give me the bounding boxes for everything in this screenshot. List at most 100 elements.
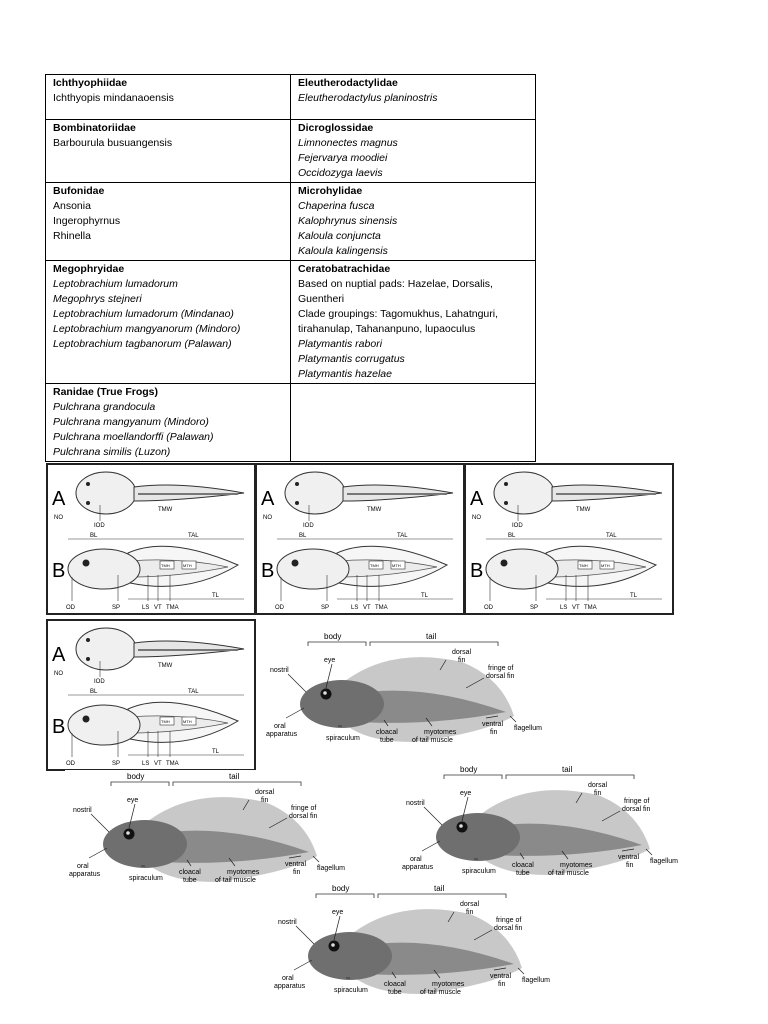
- label-spiraculum: spiraculum: [129, 875, 163, 882]
- species-name: Rhinella: [53, 229, 284, 244]
- label-ventral-1: ventral: [490, 973, 511, 980]
- label-tl: TL: [421, 593, 429, 599]
- label-sp: SP: [112, 761, 120, 767]
- label-tal: TAL: [188, 533, 199, 539]
- tadpole-eye-highlight: [323, 691, 327, 695]
- label-cloacal-2: tube: [183, 877, 197, 884]
- family-name: Megophryidae: [53, 262, 284, 277]
- label-od: OD: [484, 605, 494, 611]
- tadpole-eye-highlight: [459, 824, 463, 828]
- label-sp: SP: [530, 605, 538, 611]
- species-name: Platymantis corrugatus: [298, 352, 529, 367]
- label-iod: IOD: [512, 523, 523, 529]
- species-name: Kaloula conjuncta: [298, 229, 529, 244]
- species-name: Leptobrachium tagbanorum (Palawan): [53, 337, 284, 352]
- species-name: Limnonectes magnus: [298, 136, 529, 151]
- leader-line-7: [313, 856, 319, 862]
- lateral-body-outline: [277, 549, 349, 589]
- species-name: Ingerophyrnus: [53, 214, 284, 229]
- table-cell-right: [291, 384, 536, 462]
- species-name: Occidozyga laevis: [298, 166, 529, 181]
- letter-a: A: [261, 488, 275, 510]
- family-name: Dicroglossidae: [298, 121, 529, 136]
- eye-left-dot: [86, 638, 90, 642]
- species-name: Clade groupings: Tagomukhus, Lahatnguri,: [298, 307, 529, 322]
- body-bracket: [444, 775, 502, 779]
- family-name: Microhylidae: [298, 184, 529, 199]
- label-dorsal-fin-1: dorsal: [460, 901, 480, 908]
- species-name: tirahanulap, Tahananpuno, lupaoculus: [298, 322, 529, 337]
- label-bl: BL: [90, 689, 98, 695]
- label-myotomes-1: myotomes: [424, 729, 457, 736]
- species-name: Pulchrana similis (Luzon): [53, 445, 284, 460]
- species-name: Barbourula busuangensis: [53, 136, 284, 151]
- label-oral-1: oral: [77, 863, 89, 870]
- species-name: Ansonia: [53, 199, 284, 214]
- label-flagellum: flagellum: [650, 858, 678, 865]
- label-vt: VT: [572, 605, 580, 611]
- label-tal: TAL: [397, 533, 408, 539]
- label-vt: VT: [154, 605, 162, 611]
- label-dorsal-fin-2: fin: [261, 797, 269, 804]
- body-bracket: [111, 782, 169, 786]
- table-cell-right: EleutherodactylidaeEleutherodactylus pla…: [291, 75, 536, 120]
- label-no: NO: [54, 671, 63, 677]
- label-nostril: nostril: [406, 800, 425, 807]
- label-fringe-1: fringe of: [291, 805, 316, 812]
- label-bl: BL: [299, 533, 307, 539]
- lateral-eye-dot: [83, 716, 90, 723]
- letter-a: A: [52, 488, 66, 510]
- label-mth: MTH: [601, 563, 610, 568]
- label-dorsal-fin-1: dorsal: [452, 649, 472, 656]
- tadpole-eye-highlight: [126, 831, 130, 835]
- label-sp: SP: [321, 605, 329, 611]
- species-name: Chaperina fusca: [298, 199, 529, 214]
- label-tma: TMA: [166, 605, 179, 611]
- label-myotomes-2: of tail muscle: [548, 870, 589, 877]
- label-tmh: TMH: [579, 563, 588, 568]
- species-name: Leptobrachium lumadorum: [53, 277, 284, 292]
- label-tma: TMA: [584, 605, 597, 611]
- tail-bracket: [378, 894, 506, 898]
- label-body: body: [332, 884, 349, 893]
- tadpole-body-shape: [308, 932, 392, 980]
- leader-line-7: [510, 716, 516, 722]
- family-name: Ichthyophiidae: [53, 76, 284, 91]
- leader-line-2: [286, 708, 304, 718]
- label-fringe-2: dorsal fin: [289, 813, 318, 820]
- eye-left-dot: [504, 482, 508, 486]
- leader-line-7: [646, 849, 652, 855]
- label-vt: VT: [154, 761, 162, 767]
- label-bl: BL: [90, 533, 98, 539]
- label-ventral-2: fin: [293, 869, 301, 876]
- table-cell-left: BufonidaeAnsoniaIngerophyrnusRhinella: [46, 183, 291, 261]
- eye-left-dot: [86, 482, 90, 486]
- label-ventral-2: fin: [498, 981, 506, 988]
- letter-a: A: [470, 488, 484, 510]
- label-eye: eye: [332, 909, 343, 916]
- label-cloacal-1: cloacal: [384, 981, 406, 988]
- eye-right-dot: [86, 501, 90, 505]
- label-cloacal-2: tube: [388, 989, 402, 996]
- label-body: body: [324, 632, 341, 641]
- label-fringe-2: dorsal fin: [494, 925, 523, 932]
- species-name: Platymantis rabori: [298, 337, 529, 352]
- dorsal-body-outline: [76, 628, 136, 670]
- label-tail: tail: [562, 765, 572, 774]
- dorsal-body-outline: [76, 472, 136, 514]
- label-oral-1: oral: [274, 723, 286, 730]
- table-row: IchthyophiidaeIchthyopis mindanaoensisEl…: [46, 75, 536, 120]
- species-name: Fejervarya moodiei: [298, 151, 529, 166]
- label-flagellum: flagellum: [514, 725, 542, 732]
- dorsal-body-outline: [285, 472, 345, 514]
- label-fringe-1: fringe of: [496, 917, 521, 924]
- family-name: Bombinatoriidae: [53, 121, 284, 136]
- table-row: MegophryidaeLeptobrachium lumadorumMegop…: [46, 261, 536, 384]
- label-fringe-1: fringe of: [624, 798, 649, 805]
